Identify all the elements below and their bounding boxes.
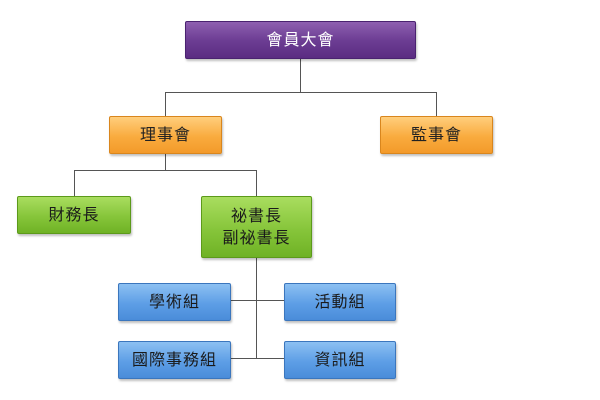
node-label: 學術組	[148, 292, 200, 311]
node-label: 活動組	[314, 292, 366, 311]
node-academic-group: 學術組	[118, 283, 231, 321]
node-label: 財務長	[48, 205, 100, 224]
node-label-secretary: 祕書長	[230, 206, 282, 225]
node-treasurer: 財務長	[17, 196, 131, 234]
node-general-assembly: 會員大會	[185, 21, 416, 59]
node-label: 資訊組	[314, 350, 366, 369]
node-label: 監事會	[410, 125, 462, 144]
node-label: 國際事務組	[131, 350, 217, 369]
node-label: 會員大會	[266, 30, 335, 49]
node-board-of-supervisors: 監事會	[380, 116, 493, 154]
node-board-of-directors: 理事會	[109, 116, 222, 154]
node-label: 理事會	[139, 125, 191, 144]
node-secretary-general: 祕書長 副祕書長	[201, 196, 312, 258]
node-information-group: 資訊組	[284, 341, 396, 379]
node-label-deputy-secretary: 副祕書長	[222, 228, 291, 247]
node-international-affairs-group: 國際事務組	[118, 341, 231, 379]
node-activities-group: 活動組	[284, 283, 396, 321]
